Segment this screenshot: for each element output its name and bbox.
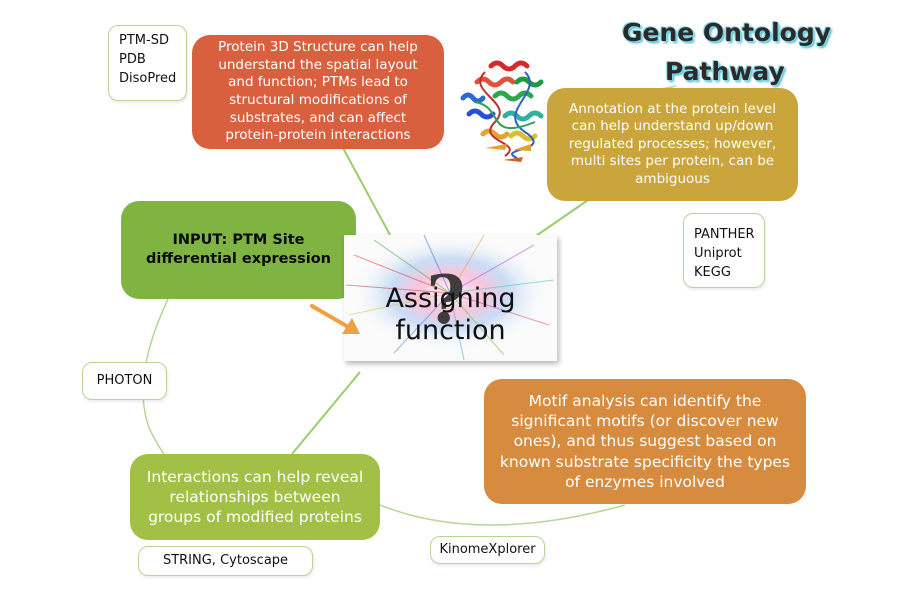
arrow-icon [310, 304, 360, 334]
color-burst-image [345, 235, 555, 361]
node-annotation: Annotation at the protein level can help… [547, 88, 798, 201]
tool-box-photon: PHOTON [82, 362, 167, 400]
center-assigning-function: ? Assigning function [344, 235, 557, 361]
connector-interactions [291, 371, 361, 455]
center-label-line2: function [395, 314, 506, 346]
question-mark: ? [426, 261, 466, 339]
center-label: Assigning function [344, 283, 557, 347]
tool-box-structure: PTM-SD PDB DisoPred [108, 25, 187, 101]
node-interactions: Interactions can help reveal relationshi… [130, 454, 380, 540]
tool-box-annotation: PANTHER Uniprot KEGG [683, 213, 765, 288]
tool-box-string-cytoscape: STRING, Cytoscape [138, 546, 313, 576]
node-input: INPUT: PTM Site differential expression [121, 201, 356, 299]
tool-label: Uniprot [694, 245, 742, 261]
tool-label: KinomeXplorer [439, 541, 536, 557]
tool-box-kinomexplorer: KinomeXplorer [430, 536, 545, 564]
heading-gene-ontology: Gene Ontology [622, 18, 832, 47]
tool-label: PHOTON [96, 372, 153, 388]
node-motif: Motif analysis can identify the signific… [484, 379, 806, 504]
tool-label: PDB [119, 51, 146, 67]
connector-bottom-arc [379, 504, 626, 526]
heading-pathway: Pathway [665, 57, 785, 86]
connector-structure [342, 147, 391, 236]
tool-label: DisoPred [119, 70, 177, 86]
tool-label: PANTHER [694, 227, 755, 242]
connector-annotation [532, 199, 589, 239]
protein-structure-image [460, 60, 544, 162]
node-structure: Protein 3D Structure can help understand… [192, 35, 444, 149]
tool-label: STRING, Cytoscape [162, 552, 289, 568]
tool-label: PTM-SD [119, 33, 169, 48]
center-label-line1: Assigning [385, 283, 516, 314]
tool-label: KEGG [694, 264, 731, 280]
